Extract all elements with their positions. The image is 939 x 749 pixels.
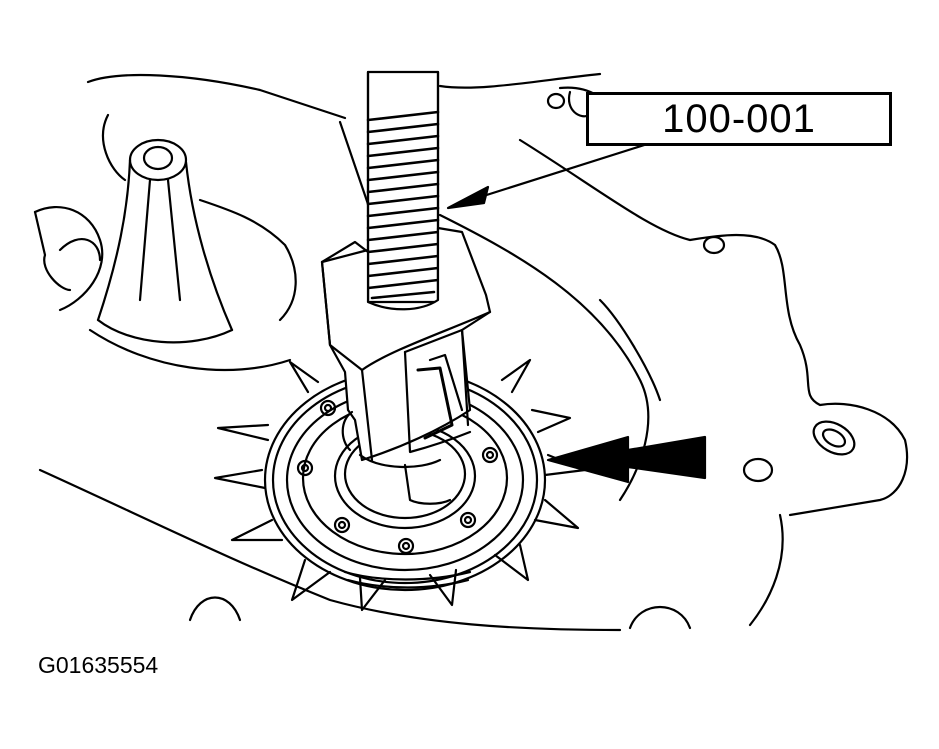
direction-arrow: [546, 435, 707, 484]
tool-callout-label: 100-001: [586, 92, 892, 146]
rod-threads: [366, 110, 440, 300]
figure-id: G01635554: [38, 652, 159, 678]
mounting-boss: [58, 138, 297, 372]
housing-outline: [33, 72, 909, 632]
housing-holes: [188, 92, 856, 630]
callout-leader: [446, 138, 662, 210]
puller-tool: [320, 70, 492, 505]
